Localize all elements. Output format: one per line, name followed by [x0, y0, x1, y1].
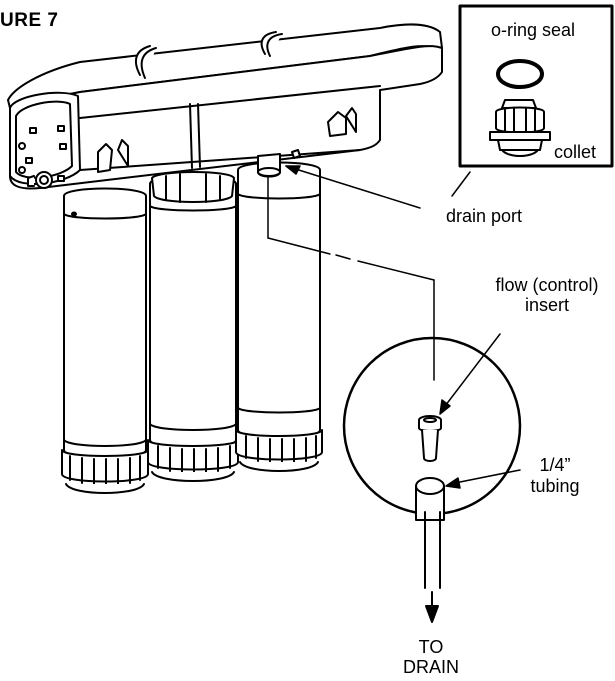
flow-control-label-line1: flow (control): [495, 275, 599, 295]
flow-control-insert-icon: [418, 415, 442, 462]
collet-icon: [489, 99, 551, 157]
filter-canister-1: [61, 187, 149, 494]
manifold-head: [7, 23, 443, 190]
o-ring-seal-icon: [496, 59, 544, 89]
tubing-label: tubing: [530, 476, 580, 496]
figure-label: URE 7: [0, 10, 59, 31]
to-drain-label-line1: TO: [418, 637, 444, 657]
flow-control-label-line2: insert: [524, 295, 569, 315]
inset-callout-line: [451, 171, 471, 197]
tubing-icon: [415, 477, 445, 521]
drain-port-fitting: [257, 149, 301, 178]
detail-callouts: [439, 333, 521, 489]
filter-canister-3: [235, 161, 323, 472]
detail-circle: [342, 336, 522, 521]
tubing-size-label: 1/4”: [539, 455, 571, 475]
inset-box: [458, 4, 614, 168]
o-ring-seal-label: o-ring seal: [491, 20, 576, 40]
to-drain-label-line2: DRAIN: [402, 657, 459, 677]
filter-canister-2: [147, 171, 239, 482]
tubing-to-drain: [424, 511, 441, 623]
collet-label: collet: [554, 142, 597, 162]
drain-port-label: drain port: [446, 206, 523, 226]
